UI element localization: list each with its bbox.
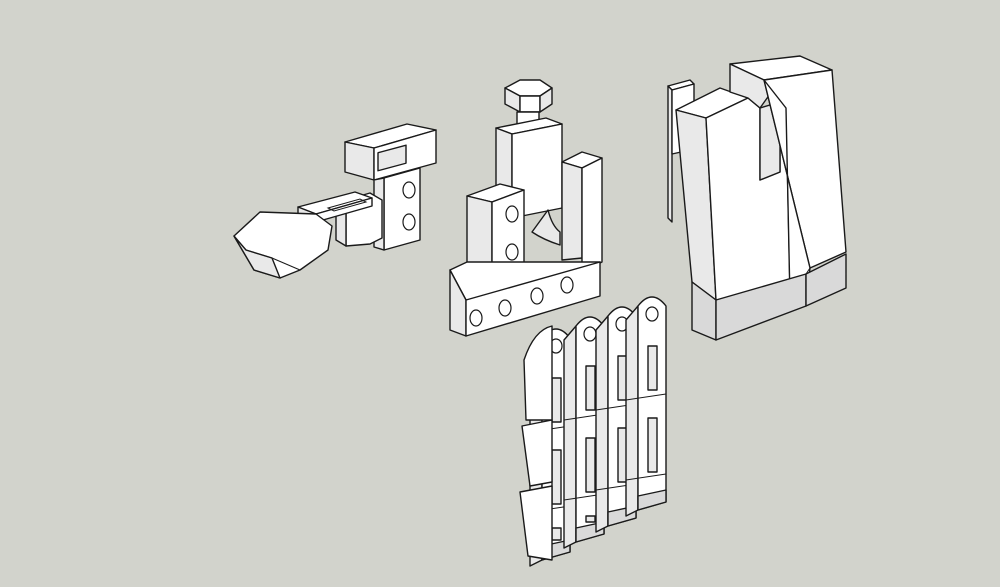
finger-slot-2-1[interactable] [585,365,596,411]
finger-joint-4-1[interactable] [625,393,667,401]
finger-slot-4-2[interactable] [647,417,658,473]
finger-slot-1-3[interactable] [551,527,562,541]
finger-side-3[interactable] [595,315,609,533]
finger-side-4[interactable] [625,305,639,517]
model-bolt-bracket[interactable] [449,79,603,337]
finger-slot-2-2[interactable] [585,437,596,493]
finger-front-4[interactable] [637,296,667,511]
finger-slot-2-3[interactable] [585,515,596,523]
model-finger-chain[interactable] [519,296,667,567]
finger-pin-2[interactable] [583,326,597,342]
finger-side-2[interactable] [563,325,577,549]
knuckle-pad-mid[interactable] [521,419,553,487]
finger-slot-1-1[interactable] [551,377,562,423]
knuckle-pad-bottom[interactable] [519,485,553,561]
finger-slot-1-2[interactable] [551,449,562,505]
finger-joint-4-2[interactable] [625,473,667,481]
model-hinge-bracket[interactable] [233,123,437,279]
finger-pin-4[interactable] [645,306,659,322]
model-jaw-block[interactable] [667,55,847,341]
finger-tip-4[interactable] [637,489,667,511]
knuckle-pad-top[interactable] [523,325,553,421]
finger-slot-4-1[interactable] [647,345,658,391]
